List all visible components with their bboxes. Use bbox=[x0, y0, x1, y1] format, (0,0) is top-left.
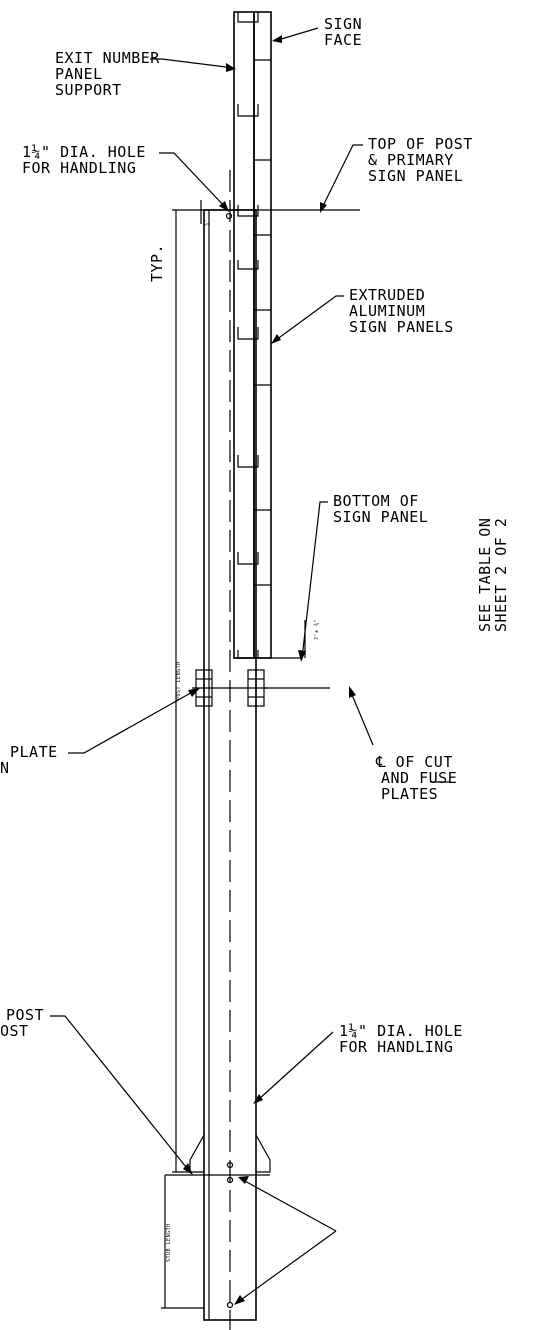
handling-hole-top bbox=[225, 212, 233, 220]
sign-face-label-2: FACE bbox=[324, 31, 362, 49]
see-table-label-1: SEE TABLE ON bbox=[476, 518, 494, 632]
exit-number-panel-support bbox=[233, 11, 255, 659]
post-label-2: OST bbox=[0, 1022, 29, 1040]
stub-flanges bbox=[165, 1134, 271, 1176]
extruded-label-1: EXTRUDED bbox=[349, 286, 425, 304]
annotations: SIGN FACE EXIT NUMBER PANEL SUPPORT 1¼" … bbox=[0, 15, 510, 1056]
cut-fuse-label-1: ℄ OF CUT bbox=[375, 753, 453, 771]
exit-number-label-2: PANEL bbox=[55, 65, 103, 83]
bottom-of-panel-label-1: BOTTOM OF bbox=[333, 492, 419, 510]
top-of-post-label-3: SIGN PANEL bbox=[368, 167, 463, 185]
stub-length-label: STUB LENGTH bbox=[166, 1223, 172, 1262]
handling-hole-stub bbox=[226, 1176, 234, 1184]
hole-bottom-label-2: FOR HANDLING bbox=[339, 1038, 453, 1056]
extruded-label-2: ALUMINUM bbox=[349, 302, 425, 320]
post bbox=[203, 170, 257, 1330]
post-label-1: POST bbox=[6, 1006, 44, 1024]
hole-top-label-1: 1¼" DIA. HOLE bbox=[22, 143, 146, 161]
dimensions: POST LENGTH STUB LENGTH ¾" 7'± ¾" bbox=[161, 200, 360, 1309]
post-outline bbox=[203, 209, 257, 1321]
extruded-label-3: SIGN PANELS bbox=[349, 318, 454, 336]
plate-label-1: PLATE bbox=[10, 743, 58, 761]
fuse-plates bbox=[192, 669, 330, 707]
panel-clips bbox=[237, 12, 259, 659]
see-table-label-2: SHEET 2 OF 2 bbox=[492, 518, 510, 632]
small-dim-top: ¾" bbox=[204, 219, 210, 226]
sign-panel-assembly bbox=[233, 11, 301, 659]
handling-hole-bottom bbox=[226, 1161, 234, 1169]
handling-hole-stub-bottom bbox=[226, 1301, 234, 1309]
exit-number-label-3: SUPPORT bbox=[55, 81, 122, 99]
top-of-post-label-2: & PRIMARY bbox=[368, 151, 454, 169]
top-of-post-label-1: TOP OF POST bbox=[368, 135, 473, 153]
sign-face-label-1: SIGN bbox=[324, 15, 362, 33]
leaders bbox=[50, 27, 450, 1305]
post-length-label: POST LENGTH bbox=[176, 661, 182, 700]
exit-number-label-1: EXIT NUMBER bbox=[55, 49, 160, 67]
small-dim-bottom: 7'± ¾" bbox=[314, 619, 320, 640]
typ-label: TYP. bbox=[148, 244, 166, 282]
panel-seams bbox=[254, 59, 271, 586]
cut-fuse-label-3: PLATES bbox=[381, 785, 438, 803]
bottom-of-panel-label-2: SIGN PANEL bbox=[333, 508, 428, 526]
hole-top-label-2: FOR HANDLING bbox=[22, 159, 136, 177]
hole-bottom-label-1: 1¼" DIA. HOLE bbox=[339, 1022, 463, 1040]
cut-fuse-label-2: AND FUSE bbox=[381, 769, 457, 787]
plate-label-2: N bbox=[0, 759, 10, 777]
